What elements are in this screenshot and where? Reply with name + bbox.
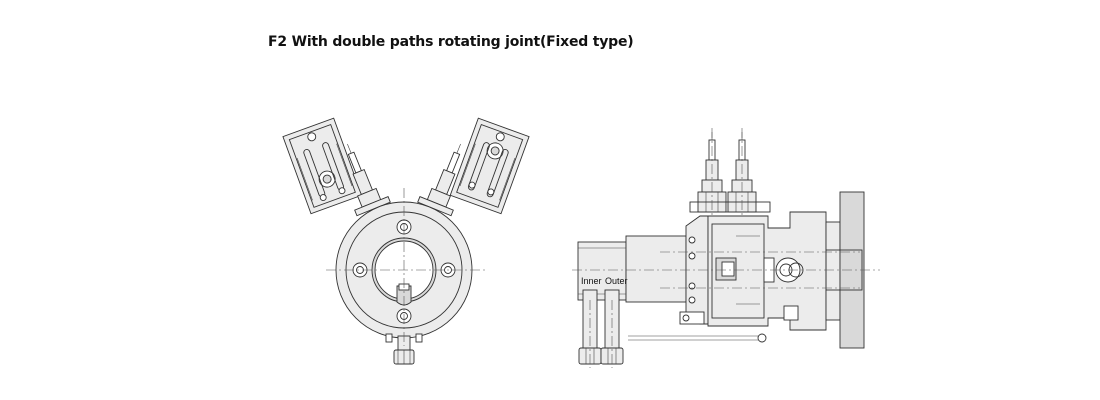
- side-view: Inner Outer: [572, 128, 880, 368]
- right-fitting: [417, 143, 461, 217]
- left-valve-block: [282, 117, 363, 215]
- page-title: F2 With double paths rotating joint(Fixe…: [268, 34, 634, 50]
- outer-label: Outer: [605, 276, 628, 286]
- left-fitting: [347, 143, 391, 217]
- inner-label: Inner: [581, 276, 602, 286]
- front-view: [282, 117, 530, 365]
- right-valve-block: [449, 117, 530, 215]
- side-top-fittings: [689, 132, 771, 213]
